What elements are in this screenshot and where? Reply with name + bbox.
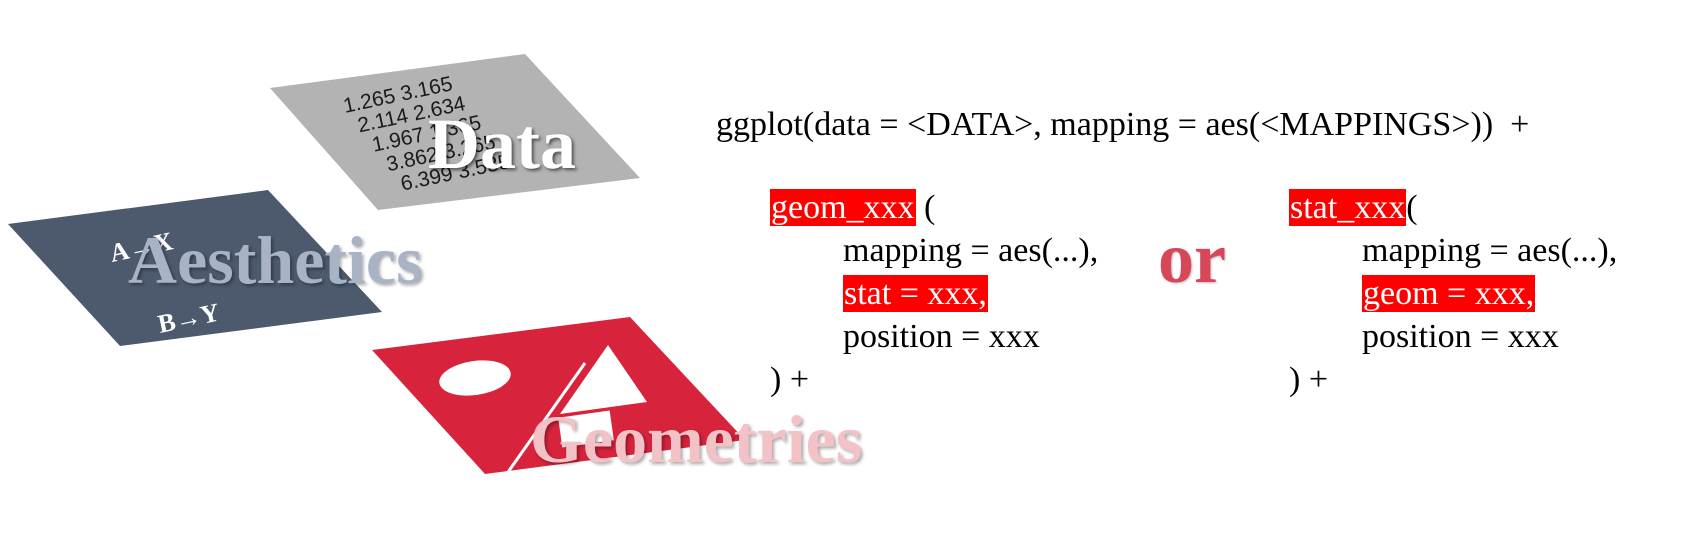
data-layer-label: Data (428, 104, 576, 184)
aesthetics-layer-label: Aesthetics (128, 222, 423, 298)
geometries-layer-plane (372, 317, 745, 474)
geom-function-name: geom_xxx (770, 189, 916, 226)
geom-mapping-arg: mapping = aes(...), (843, 232, 1099, 269)
aesthetics-layer-plane (8, 190, 382, 346)
rectangle-shape (558, 410, 614, 448)
stat-function-name: stat_xxx (1289, 189, 1407, 226)
diagonal-line-shape (492, 362, 587, 493)
stat-function-line: stat_xxx( (1289, 189, 1418, 226)
stat-mapping-arg: mapping = aes(...), (1362, 232, 1618, 269)
stat-geom-arg-line: geom = xxx, (1362, 275, 1536, 312)
geom-function-line: geom_xxx ( (770, 189, 936, 226)
geom-position-arg: position = xxx (843, 318, 1040, 355)
stat-open-paren: ( (1406, 189, 1418, 226)
stat-geom-arg: geom = xxx, (1362, 275, 1536, 312)
stat-position-arg: position = xxx (1362, 318, 1559, 355)
geom-stat-arg: stat = xxx, (843, 275, 988, 312)
or-label: or (1158, 218, 1226, 298)
geometries-layer-label: Geometries (530, 401, 863, 477)
geom-open-paren: ( (915, 189, 936, 226)
ellipse-shape (439, 360, 511, 396)
stat-close: ) + (1289, 361, 1328, 398)
geom-close: ) + (770, 361, 809, 398)
geom-stat-arg-line: stat = xxx, (843, 275, 988, 312)
ggplot-call: ggplot(data = <DATA>, mapping = aes(<MAP… (716, 106, 1530, 143)
triangle-shape (560, 345, 647, 414)
data-layer-plane (270, 54, 640, 210)
